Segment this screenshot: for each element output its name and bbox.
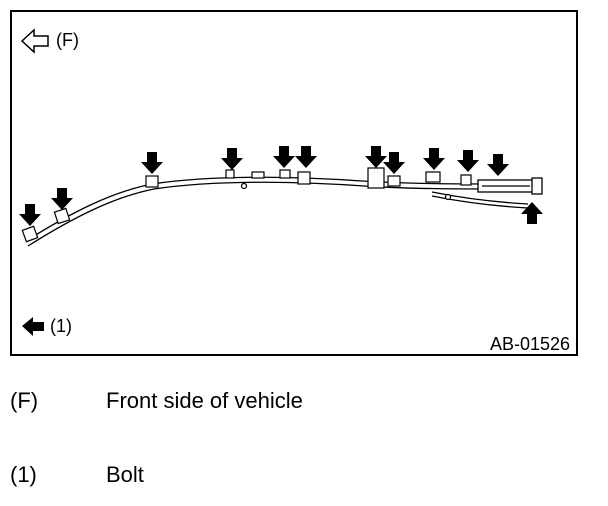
bolt-arrows [19, 146, 543, 226]
bolt-callout-label: (1) [50, 316, 72, 336]
wiring-harness [25, 176, 543, 247]
bolt-arrow-icon [383, 152, 405, 174]
harness-clips [21, 167, 472, 243]
front-direction-label: (F) [56, 30, 79, 50]
legend-description: Bolt [106, 462, 144, 487]
bolt-arrow-icon [423, 148, 445, 170]
harness-diagram [19, 28, 543, 336]
bolt-legend-arrow-icon [22, 317, 44, 336]
legend-key: (F) [10, 388, 39, 413]
bolt-arrow-icon [51, 188, 73, 210]
legend-description: Front side of vehicle [106, 388, 303, 413]
bolt-arrow-icon [19, 204, 41, 226]
bolt-arrow-icon [221, 148, 243, 170]
legend-key: (1) [10, 462, 37, 487]
harness-diagram-figure: (F) (1) AB-01526 [10, 10, 578, 356]
bolt-arrow-icon [457, 150, 479, 172]
bolt-arrow-icon [273, 146, 295, 168]
bolt-arrow-icon [295, 146, 317, 168]
bolt-arrow-icon [365, 146, 387, 168]
front-direction-arrow-icon [20, 28, 49, 54]
bolt-arrow-icon [141, 152, 163, 174]
bolt-arrow-up-icon [521, 202, 543, 224]
bolt-arrow-icon [487, 154, 509, 176]
figure-code: AB-01526 [489, 334, 570, 354]
